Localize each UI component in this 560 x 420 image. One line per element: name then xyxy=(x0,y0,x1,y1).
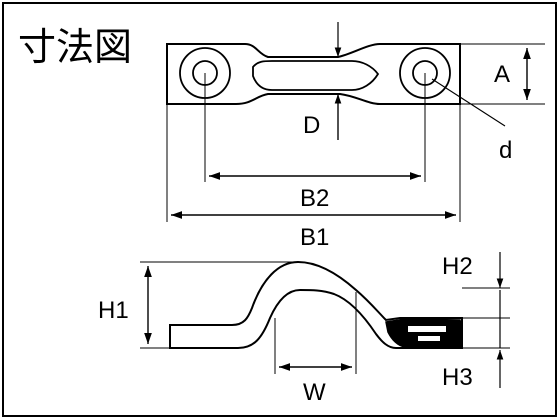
bracket-clamp xyxy=(385,318,463,348)
dimension-H3: H3 xyxy=(442,318,510,391)
label-d: d xyxy=(499,137,512,164)
dimension-B2: B2 xyxy=(204,73,426,212)
label-A: A xyxy=(494,61,510,88)
dimension-W: W xyxy=(274,292,357,406)
dimension-B1: B1 xyxy=(166,104,461,251)
label-H3: H3 xyxy=(442,364,473,391)
label-H2: H2 xyxy=(442,253,473,280)
clamp-highlight-2 xyxy=(418,336,440,341)
dimension-D: D xyxy=(303,22,342,140)
dimension-d: d xyxy=(431,78,512,164)
dimension-H2: H2 xyxy=(400,252,510,319)
diagram-title: 寸法図 xyxy=(18,25,132,69)
label-D: D xyxy=(303,112,320,139)
label-W: W xyxy=(303,379,326,406)
clamp-highlight-1 xyxy=(408,326,446,332)
dimension-A: A xyxy=(460,43,545,105)
top-view-plate xyxy=(166,43,461,105)
plate-outline xyxy=(166,43,461,105)
plate-center-slot xyxy=(252,60,380,91)
label-H1: H1 xyxy=(98,297,129,324)
side-view-bracket xyxy=(169,260,463,349)
outer-frame xyxy=(2,2,557,417)
dimension-H1: H1 xyxy=(98,261,298,349)
label-B1: B1 xyxy=(300,224,329,251)
label-B2: B2 xyxy=(300,185,329,212)
